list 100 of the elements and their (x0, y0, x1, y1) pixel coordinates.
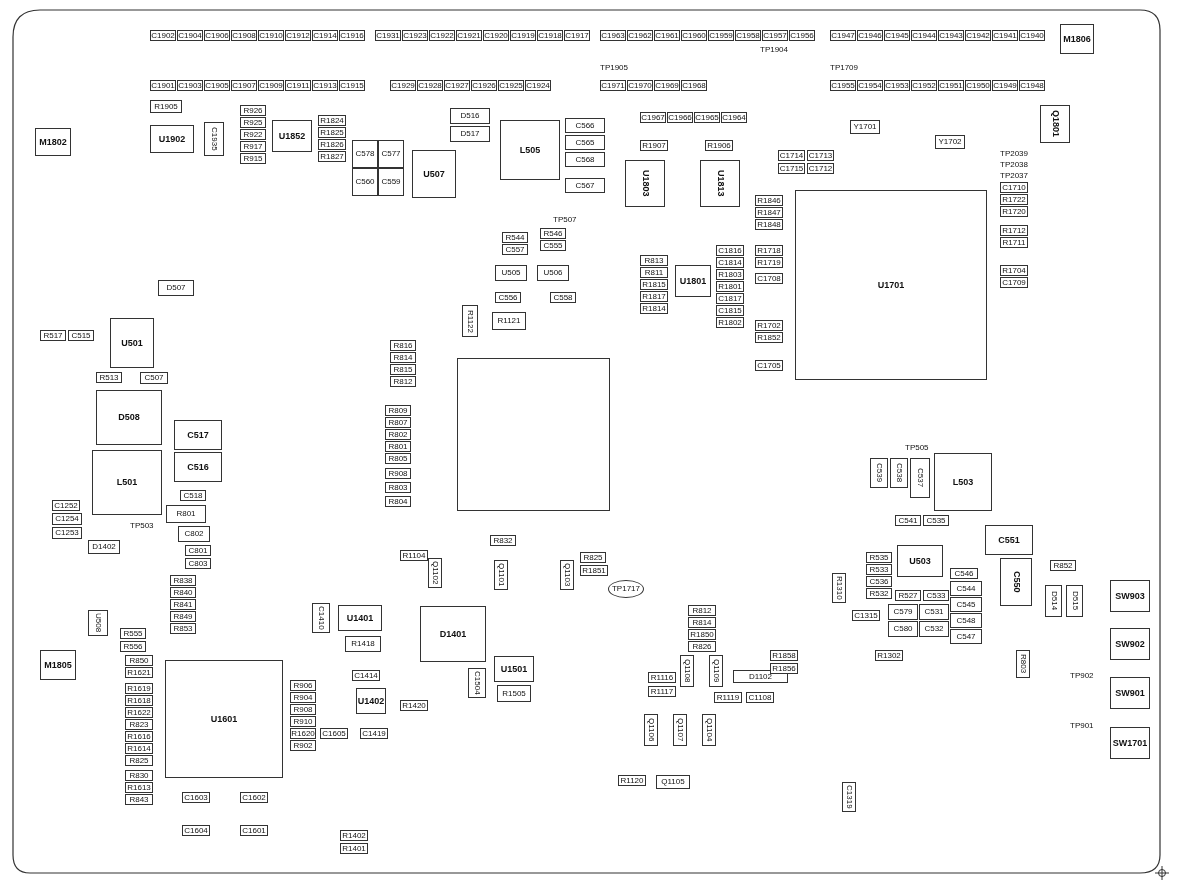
component-footprint: R804 (385, 496, 411, 507)
component-footprint: D514 (1045, 585, 1062, 617)
component-footprint: Y1701 (850, 120, 880, 134)
component-footprint: R1116 (648, 672, 676, 683)
component-footprint: R1906 (705, 140, 733, 151)
component-footprint: C541 (895, 515, 921, 526)
component-footprint: C1929 (390, 80, 416, 91)
component-footprint: R910 (290, 716, 316, 727)
component-footprint: C1926 (471, 80, 497, 91)
component-footprint: C517 (174, 420, 222, 450)
component-footprint: R811 (640, 267, 668, 278)
component-footprint: C1712 (807, 163, 834, 174)
component-footprint: R1117 (648, 686, 676, 697)
component-footprint: C802 (178, 526, 210, 542)
component-footprint: R1718 (755, 245, 783, 256)
component-footprint: Q1108 (680, 655, 694, 687)
component-footprint: C1956 (789, 30, 815, 41)
component-footprint: R925 (240, 117, 266, 128)
component-footprint: C1319 (842, 782, 856, 812)
component-footprint: U507 (412, 150, 456, 198)
component-footprint: R1801 (716, 281, 744, 292)
component-footprint: M1802 (35, 128, 71, 156)
component-footprint: C578 (352, 140, 378, 168)
component-footprint: C1908 (231, 30, 257, 41)
test-point-label: TP2038 (1000, 161, 1029, 169)
component-footprint: C1951 (938, 80, 964, 91)
component-footprint: C535 (923, 515, 949, 526)
component-footprint: C555 (540, 240, 566, 251)
component-footprint: SW903 (1110, 580, 1150, 612)
component-footprint: R852 (1050, 560, 1076, 571)
component-footprint: R1704 (1000, 265, 1028, 276)
component-footprint: C803 (185, 558, 211, 569)
component-footprint: C556 (495, 292, 521, 303)
component-footprint: U503 (897, 545, 943, 577)
component-footprint: C579 (888, 604, 918, 620)
component-footprint: R830 (125, 770, 153, 781)
component-footprint: SW902 (1110, 628, 1150, 660)
component-footprint: C1907 (231, 80, 257, 91)
component-footprint: C1914 (312, 30, 338, 41)
component-footprint: C548 (950, 613, 982, 628)
component-footprint: Q1101 (494, 560, 508, 590)
component-footprint: C1968 (681, 80, 707, 91)
component-footprint: R813 (640, 255, 668, 266)
component-footprint: R546 (540, 228, 566, 239)
component-footprint: C1946 (857, 30, 883, 41)
component-footprint: C515 (68, 330, 94, 341)
component-footprint: U1852 (272, 120, 312, 152)
test-point-pad: TP1717 (608, 580, 644, 598)
component-footprint: R1622 (125, 707, 153, 718)
component-footprint: R1420 (400, 700, 428, 711)
component-footprint: R1712 (1000, 225, 1028, 236)
component-footprint: C577 (378, 140, 404, 168)
component-footprint: C1108 (746, 692, 774, 703)
component-footprint: C1923 (402, 30, 428, 41)
component-footprint: C1903 (177, 80, 203, 91)
test-point-label: TP2039 (1000, 150, 1029, 158)
component-footprint: U1701 (795, 190, 987, 380)
component-footprint: C1909 (258, 80, 284, 91)
component-footprint: R801 (385, 441, 411, 452)
component-footprint: C1709 (1000, 277, 1028, 288)
component-footprint: C1960 (681, 30, 707, 41)
component-footprint: C1931 (375, 30, 401, 41)
component-footprint: R556 (120, 641, 146, 652)
component-footprint: C1814 (716, 257, 744, 268)
component-footprint: D516 (450, 108, 490, 124)
component-footprint: R805 (385, 453, 411, 464)
component-footprint: U508 (88, 610, 108, 636)
component-footprint: R803 (1016, 650, 1030, 678)
component-footprint: C1955 (830, 80, 856, 91)
component-footprint: C1943 (938, 30, 964, 41)
component-footprint: C1966 (667, 112, 693, 123)
component-footprint: R908 (385, 468, 411, 479)
component-footprint: R908 (290, 704, 316, 715)
component-footprint: C1913 (312, 80, 338, 91)
component-footprint: C1253 (52, 527, 82, 539)
component-footprint: R1505 (497, 685, 531, 702)
component-footprint: R814 (688, 617, 716, 628)
component-footprint: C1917 (564, 30, 590, 41)
component-footprint: R1702 (755, 320, 783, 331)
component-footprint: R1614 (125, 743, 153, 754)
component-footprint: U1402 (356, 688, 386, 714)
component-footprint: R1847 (755, 207, 783, 218)
component-footprint: C1952 (911, 80, 937, 91)
component-footprint: C1604 (182, 825, 210, 836)
component-footprint: R1120 (618, 775, 646, 786)
component-footprint: C1915 (339, 80, 365, 91)
component-footprint: U1401 (338, 605, 382, 631)
component-footprint: C537 (910, 458, 930, 498)
component-footprint: C1970 (627, 80, 653, 91)
component-footprint: C1957 (762, 30, 788, 41)
component-footprint: R1104 (400, 550, 428, 561)
component-footprint: D517 (450, 126, 490, 142)
component-footprint: R1122 (462, 305, 478, 337)
component-footprint: R849 (170, 611, 196, 622)
component-footprint: R915 (240, 153, 266, 164)
component-footprint: C1949 (992, 80, 1018, 91)
test-point-label: TP1709 (830, 64, 859, 72)
component-footprint: R814 (390, 352, 416, 363)
component-footprint: R840 (170, 587, 196, 598)
component-footprint: D515 (1066, 585, 1083, 617)
